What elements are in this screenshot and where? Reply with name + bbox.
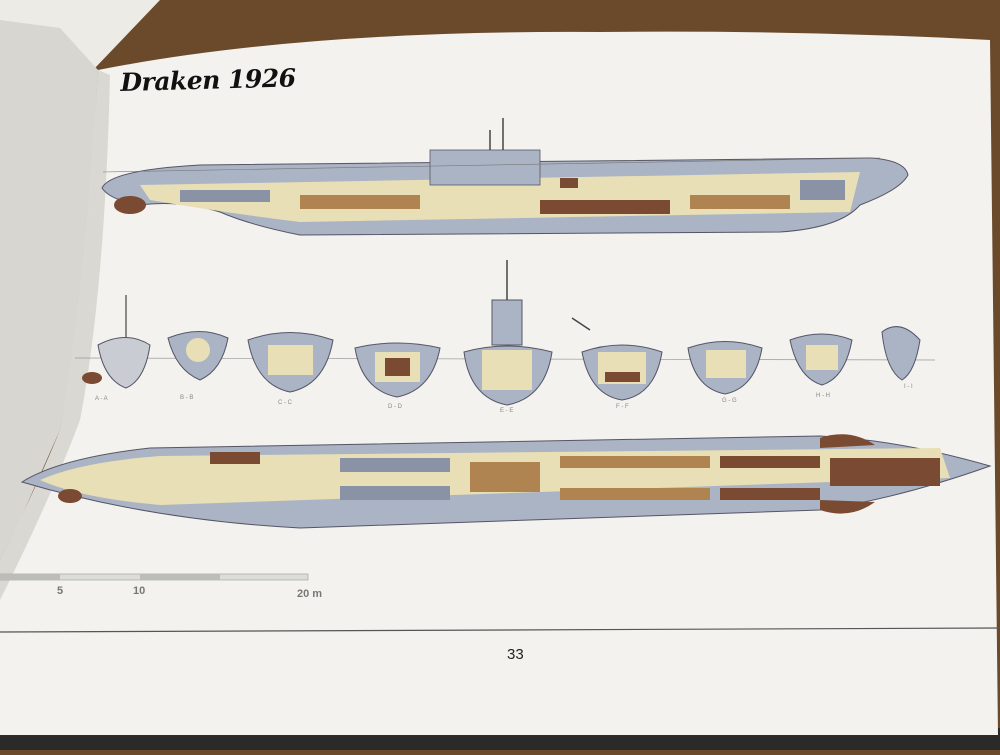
section-label-f: F - F [616,404,629,410]
plan-engine-port [560,456,710,468]
plan-control-room [470,462,540,492]
conning-tower [429,149,541,186]
plan-view-drawing [20,434,992,529]
plan-bow-plane [58,489,82,503]
plan-motor-starboard [720,488,820,500]
left-page [0,20,98,560]
side-battery-block-2 [690,195,790,209]
page-number: 33 [507,646,524,663]
footer-rule [0,627,1000,633]
section-f-machinery [605,372,640,382]
side-battery-block-1 [300,195,420,209]
plan-motor-port [720,456,820,468]
section-label-c: C - C [278,400,292,406]
scale-bar [0,573,309,581]
section-label-a: A - A [95,396,108,402]
section-f-crane [571,317,591,331]
section-label-h: H - H [816,393,830,399]
section-label-b: B - B [180,395,194,401]
plan-stern-fin [820,434,875,448]
plan-engine-starboard [560,488,710,500]
section-label-e: E - E [500,408,514,414]
section-label-d: D - D [388,404,402,410]
scale-label-10: 10 [133,585,146,597]
section-h-interior [806,345,838,370]
section-c-interior [268,345,313,375]
cross-sections [82,260,921,406]
side-bow-room [800,180,845,200]
section-i [881,326,921,381]
plan-battery-starboard [340,486,450,500]
deck-gun [560,178,578,188]
section-label-g: G - G [722,398,737,404]
side-torpedo-room [180,190,270,202]
plan-stern-fin-2 [820,500,875,514]
section-d-machinery [385,358,410,376]
section-label-i: I - I [904,384,913,390]
side-profile-drawing [101,118,909,236]
plan-bow-tube [210,452,260,464]
page-gutter-shadow [0,70,110,600]
radio-wire [102,157,881,173]
side-machinery-block [540,200,670,214]
scale-label-5: 5 [57,585,64,597]
side-interior [140,172,860,222]
section-a [82,295,151,389]
section-g-interior [706,350,746,378]
section-e-interior [482,350,532,390]
plan-stern-room [830,458,940,486]
section-b-interior [186,338,210,362]
plan-battery-port [340,458,450,472]
side-propeller [114,196,146,214]
scale-label-20: 20 m [297,588,323,600]
